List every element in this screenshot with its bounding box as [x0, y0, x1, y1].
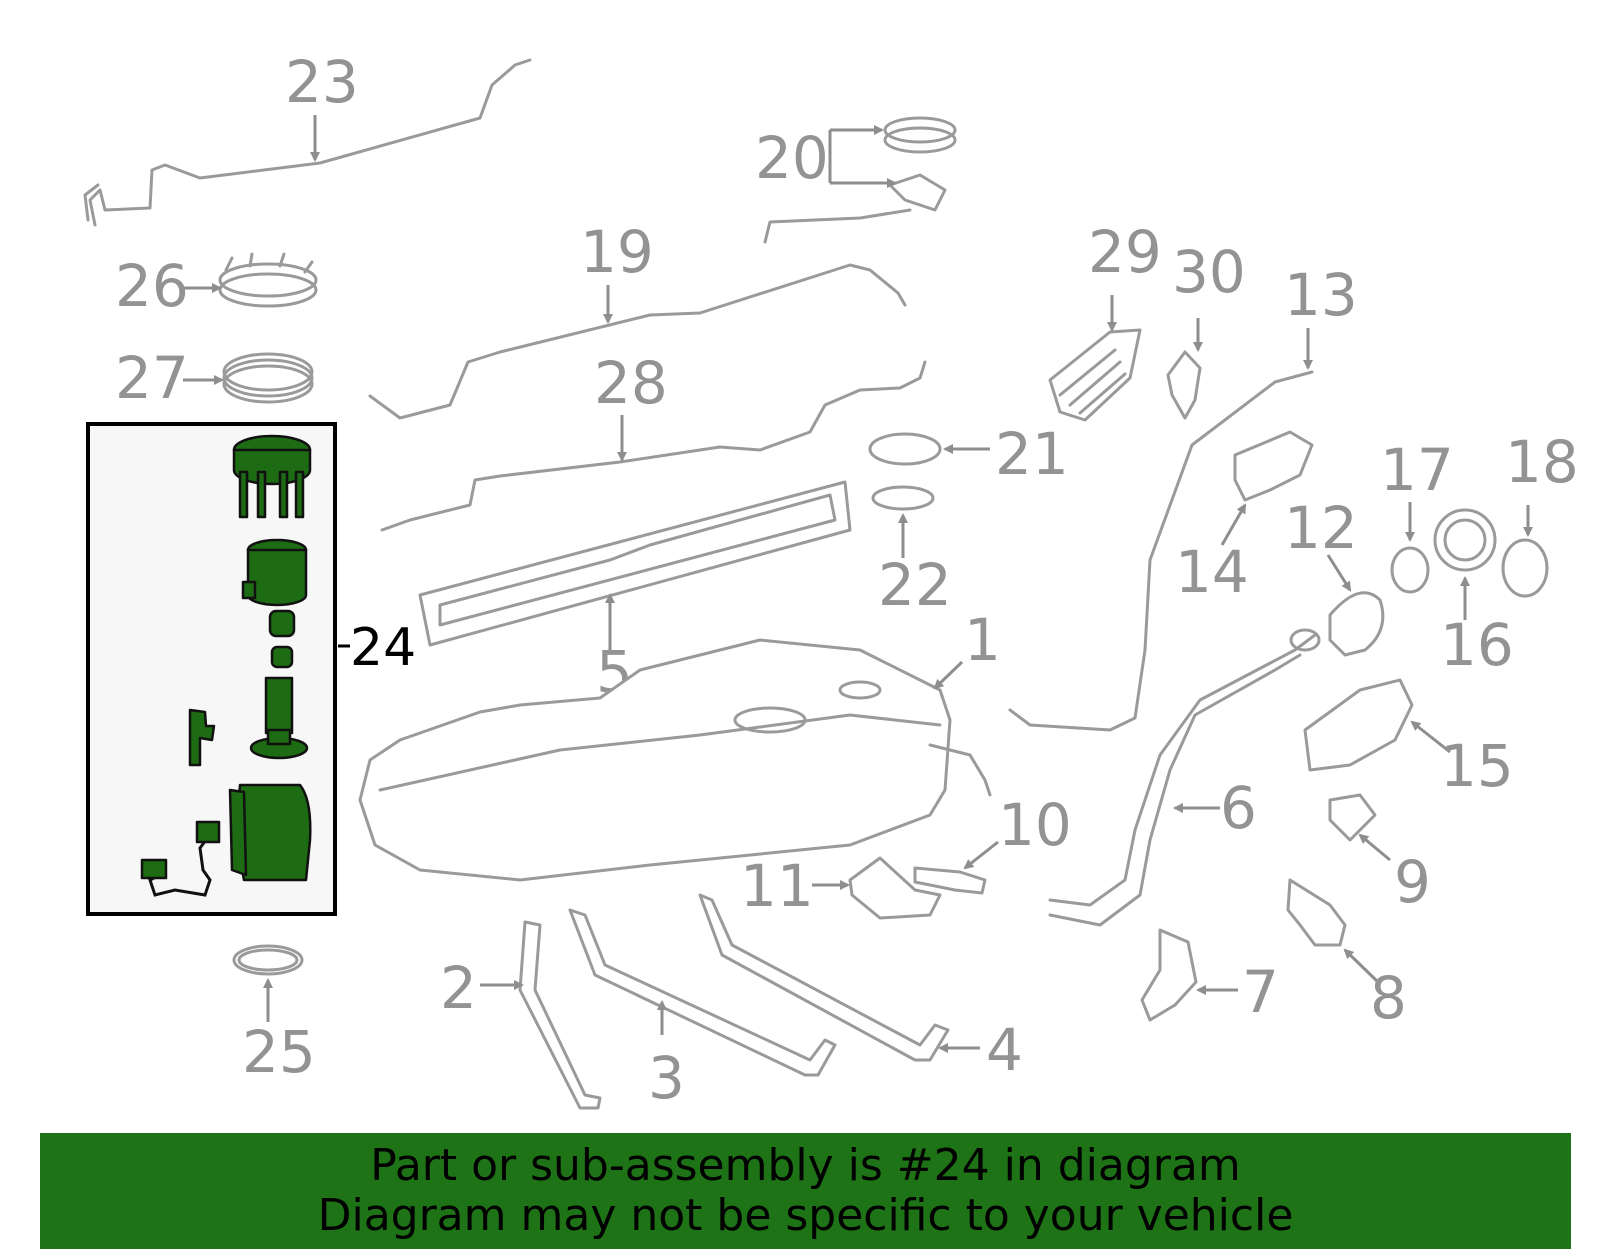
callout-11: 11 [740, 852, 814, 920]
part-19-fuel-line[interactable] [368, 263, 907, 420]
part-29-heat-shield[interactable] [1048, 328, 1142, 422]
part-25-gasket[interactable] [232, 944, 304, 976]
callout-2: 2 [440, 954, 477, 1022]
part-4-strap[interactable] [698, 893, 950, 1062]
callout-19: 19 [580, 218, 654, 286]
part-5-protector[interactable] [418, 480, 852, 647]
callout-3: 3 [648, 1044, 685, 1112]
callout-6: 6 [1220, 774, 1257, 842]
part-26-lock-ring[interactable] [218, 252, 318, 308]
callout-21: 21 [995, 420, 1069, 488]
part-13-vent-tube[interactable] [1008, 370, 1314, 732]
part-30-clip[interactable] [1166, 350, 1202, 420]
callout-29: 29 [1088, 218, 1162, 286]
part-11-bracket[interactable] [848, 856, 942, 920]
part-18-gasket[interactable] [1501, 538, 1549, 598]
callout-22: 22 [878, 551, 952, 619]
callout-26: 26 [115, 252, 189, 320]
callout-25: 25 [242, 1018, 316, 1086]
callout-4: 4 [986, 1016, 1023, 1084]
callout-10: 10 [998, 791, 1072, 859]
part-7-bracket[interactable] [1140, 928, 1198, 1022]
part-24-fuel-pump-assembly[interactable] [86, 422, 337, 916]
callout-8: 8 [1370, 964, 1407, 1032]
info-banner: Part or sub-assembly is #24 in diagram D… [40, 1133, 1571, 1249]
part-2-strap[interactable] [518, 920, 602, 1110]
callout-7: 7 [1242, 958, 1279, 1026]
part-20-sender-set[interactable] [763, 116, 957, 244]
callout-28: 28 [594, 349, 668, 417]
part-12-cap[interactable] [1328, 591, 1385, 657]
part-14-shield[interactable] [1233, 430, 1314, 502]
callout-20: 20 [755, 124, 829, 192]
callout-12: 12 [1284, 494, 1358, 562]
callout-9: 9 [1394, 848, 1431, 916]
part-23-fuel-line[interactable] [83, 58, 532, 227]
part-28-fuel-line[interactable] [380, 360, 927, 532]
callout-30: 30 [1172, 238, 1246, 306]
part-16-filler-door[interactable] [1433, 508, 1497, 572]
callout-14: 14 [1175, 538, 1249, 606]
callout-16: 16 [1440, 611, 1514, 679]
callout-24: 24 [350, 618, 416, 678]
callout-23: 23 [285, 48, 359, 116]
part-9-clip[interactable] [1328, 793, 1377, 842]
callout-17: 17 [1380, 436, 1454, 504]
part-27-gasket[interactable] [222, 352, 314, 404]
callout-1: 1 [964, 606, 1001, 674]
part-22-gasket[interactable] [871, 485, 935, 511]
callout-13: 13 [1284, 261, 1358, 329]
part-10-valve[interactable] [913, 866, 987, 895]
part-1-fuel-tank[interactable] [358, 638, 992, 882]
part-3-strap[interactable] [568, 908, 837, 1077]
callout-15: 15 [1440, 732, 1514, 800]
part-6-filler-pipe[interactable] [1048, 628, 1321, 927]
part-17-o-ring[interactable] [1390, 546, 1430, 594]
part-21-gasket[interactable] [868, 432, 942, 466]
part-8-housing[interactable] [1286, 878, 1347, 947]
part-15-filler-housing[interactable] [1303, 678, 1414, 772]
banner-line-1: Part or sub-assembly is #24 in diagram [370, 1140, 1241, 1191]
callout-27: 27 [115, 344, 189, 412]
callout-18: 18 [1505, 428, 1579, 496]
banner-line-2: Diagram may not be specific to your vehi… [317, 1190, 1294, 1241]
